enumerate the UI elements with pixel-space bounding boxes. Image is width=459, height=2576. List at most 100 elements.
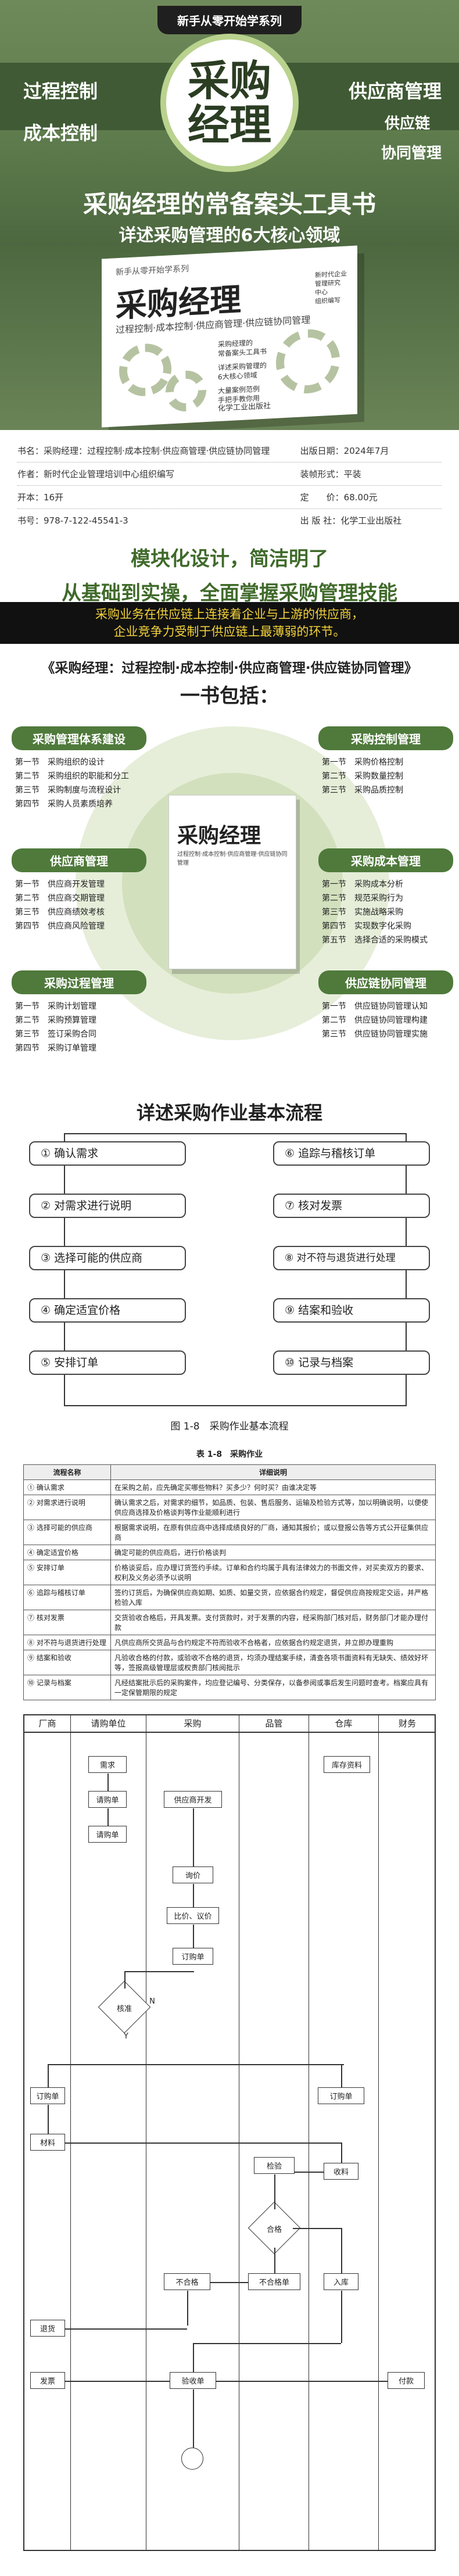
table-row: ⑥ 追踪与稽核订单签约订货后，为确保供应商如期、如质、如量交货，应依据合约规定，… xyxy=(23,1585,436,1610)
table-cell: ③ 选择可能的供应商 xyxy=(23,1520,111,1545)
module-item: 第二节 规范采购行为 xyxy=(322,894,403,903)
lane-header: 采购 xyxy=(146,1715,239,1733)
contents-subtitle: 一书包括： xyxy=(180,685,279,708)
connector-line xyxy=(193,2343,194,2372)
connector-line xyxy=(274,2174,275,2209)
info-cell: 开本：16开 xyxy=(17,492,64,503)
module-box: 采购成本管理 第一节 采购成本分析第二节 规范采购行为第三节 实施战略采购第四节… xyxy=(318,848,453,947)
hero-title: 采购经理 xyxy=(187,56,271,149)
module-box: 采购控制管理 第一节 采购价格控制第二节 采购数量控制第三节 采购品质控制 xyxy=(318,726,453,797)
table-row: ③ 选择可能的供应商根据需求说明，在原有供应商中选择成绩良好的厂商，通知其报价；… xyxy=(23,1520,436,1545)
flow-step: ⑦ 核对发票 xyxy=(273,1194,430,1218)
hero-banner: 新手从零开始学系列 过程控制 成本控制 供应商管理 供应链 协同管理 采购经理 … xyxy=(0,0,459,244)
module-item: 第二节 供应链协同管理构建 xyxy=(322,1016,428,1025)
table-cell: ⑤ 安排订单 xyxy=(23,1560,111,1585)
module-item: 第四节 实现数字化采购 xyxy=(322,922,411,931)
tag: 协同管理 xyxy=(381,145,442,162)
module-item: 第一节 采购价格控制 xyxy=(322,758,403,767)
node-need: 需求 xyxy=(88,1756,127,1773)
cover-side: 新时代企业 管理研究 中心 组织编写 xyxy=(315,269,347,306)
flow-caption: 图 1-8 采购作业基本流程 xyxy=(170,1421,289,1432)
headline: 采购经理的常备案头工具书 xyxy=(83,190,376,218)
center-book: 采购经理 过程控制·成本控制·供应商管理·供应链协同管理 xyxy=(168,795,296,969)
node-instock: 入库 xyxy=(324,2273,358,2290)
series-label: 新手从零开始学系列 xyxy=(0,6,459,34)
node-request: 请购单 xyxy=(88,1791,127,1808)
table-header: 流程名称 xyxy=(23,1464,111,1480)
table-cell: ⑧ 对不符与退货进行处理 xyxy=(23,1635,111,1650)
gear-icon xyxy=(166,370,206,413)
lane-divider xyxy=(378,1733,379,2550)
table-cell: 交货验收合格后，开具发票。支付货款时，对于发票的内容，经采购部门核对后，财务部门… xyxy=(110,1610,436,1635)
flow-title: 详述采购作业基本流程 xyxy=(136,1102,322,1124)
table-section: 表 1-8 采购作业 流程名称详细说明 ① 确认需求在采购之前，应先确定买哪些物… xyxy=(0,1447,459,1703)
info-cell: 装帧形式：平装 xyxy=(300,469,361,479)
bar-line: 采购业务在供应链上连接着企业与上游的供应商， xyxy=(95,607,364,621)
slogan-bar: 采购业务在供应链上连接着企业与上游的供应商， 企业竞争力受制于供应链上最薄弱的环… xyxy=(0,602,459,644)
node-order: 订购单 xyxy=(173,1948,213,1965)
flow-step: ④ 确定适宜价格 xyxy=(29,1298,186,1323)
tag: 供应商管理 xyxy=(348,80,442,102)
node-pass: 合格 xyxy=(266,2226,282,2234)
module-item: 第四节 采购订单管理 xyxy=(15,1044,96,1053)
connector-line xyxy=(341,2143,342,2163)
flow-step: ⑨ 结案和验收 xyxy=(273,1298,430,1323)
module-box: 供应商管理 第一节 供应商开发管理第二节 供应商交期管理第三节 供应商绩效考核第… xyxy=(12,848,146,933)
connector-line xyxy=(65,2143,341,2144)
module-item: 第一节 采购组织的设计 xyxy=(15,758,105,767)
table-cell: ⑨ 结案和验收 xyxy=(23,1650,111,1675)
bar-line: 企业竞争力受制于供应链上最薄弱的环节。 xyxy=(113,625,346,639)
module-item: 第三节 签订采购合同 xyxy=(15,1030,96,1039)
connector-line xyxy=(274,2248,275,2273)
module-item: 第四节 供应商风险管理 xyxy=(15,922,105,931)
module-item: 第五节 选择合适的采购模式 xyxy=(322,936,428,945)
contents-title: 《采购经理：过程控制·成本控制·供应商管理·供应链协同管理》 xyxy=(41,661,418,676)
table-row: ⑦ 核对发票交货验收合格后，开具发票。支付货款时，对于发票的内容，经采购部门核对… xyxy=(23,1610,436,1635)
table-header: 详细说明 xyxy=(110,1464,436,1480)
table-cell: 根据需求说明，在原有供应商中选择成绩良好的厂商，通知其报价；或以登报公告等方式公… xyxy=(110,1520,436,1545)
flow-step: ③ 选择可能的供应商 xyxy=(29,1246,186,1270)
module-item: 第一节 采购成本分析 xyxy=(322,880,403,889)
side-line: 组织编写 xyxy=(315,296,340,306)
flow-step: ⑩ 记录与档案 xyxy=(273,1350,430,1375)
module-box: 供应链协同管理 第一节 供应链协同管理认知第二节 供应链协同管理构建第三节 供应… xyxy=(318,970,453,1041)
gear-icon xyxy=(276,328,340,395)
module-header: 采购管理体系建设 xyxy=(12,726,146,750)
table-row: ⑨ 结案和验收凡验收合格的付款，或验收不合格的退货，均须办理结案手续，清查各项书… xyxy=(23,1650,436,1675)
flow-step: ⑥ 追踪与稽核订单 xyxy=(273,1141,430,1166)
table-row: ② 对需求进行说明确认需求之后，对需求的细节，如品质、包装、售后服务、运输及检验… xyxy=(23,1495,436,1520)
info-row: 书名：采购经理：过程控制·成本控制·供应商管理·供应链协同管理出版日期：2024… xyxy=(17,439,442,463)
module-header: 采购过程管理 xyxy=(12,970,146,994)
module-header: 供应链协同管理 xyxy=(318,970,453,994)
cover-badge: 采购经理的 常备案头工具书 详述采购管理的 6大核心领域 大量案例范例 手把手教… xyxy=(218,338,267,405)
slogan-line: 模块化设计，简洁明了 xyxy=(131,547,328,571)
node-pay: 付款 xyxy=(388,2372,425,2389)
node-approve: 核准 xyxy=(116,2005,132,2013)
module-item: 第一节 采购计划管理 xyxy=(15,1002,96,1011)
label-no: N xyxy=(149,1997,155,2006)
module-item: 第四节 采购人员素质培养 xyxy=(15,800,113,809)
connector-line xyxy=(124,1971,194,1972)
table-cell: ④ 确定适宜价格 xyxy=(23,1545,111,1560)
node-quote: 询价 xyxy=(173,1866,213,1883)
lane-header: 仓库 xyxy=(309,1715,379,1733)
side-line: 新时代企业 xyxy=(315,270,347,280)
table-cell: 凡验收合格的付款，或验收不合格的退货，均须办理结案手续，清查各项书面资料有无缺失… xyxy=(110,1650,436,1675)
table-cell: 凡供应商所交货品与合约规定不符而验收不合格者，应依据合约规定退货，并立即办理重购 xyxy=(110,1635,436,1650)
connector-line xyxy=(193,2389,194,2448)
lane-header: 财务 xyxy=(379,1715,436,1733)
module-item: 第一节 供应商开发管理 xyxy=(15,880,105,889)
connector-circle xyxy=(181,2448,203,2470)
book-cover: 新手从零开始学系列 采购经理 过程控制·成本控制·供应商管理·供应链协同管理 新… xyxy=(102,245,357,428)
table-cell: ② 对需求进行说明 xyxy=(23,1495,111,1520)
module-item: 第二节 采购预算管理 xyxy=(15,1016,96,1025)
connector-line xyxy=(210,2282,248,2283)
connector-line xyxy=(341,2291,342,2343)
module-item: 第一节 供应链协同管理认知 xyxy=(322,1002,428,1011)
module-box: 采购过程管理 第一节 采购计划管理第二节 采购预算管理第三节 签订采购合同第四节… xyxy=(12,970,146,1055)
node-inspect: 检验 xyxy=(254,2157,295,2174)
connector-line xyxy=(124,1971,125,1989)
flow-step: ⑧ 对不符与退货进行处理 xyxy=(273,1246,430,1270)
node-reject-form: 不合格单 xyxy=(248,2273,300,2290)
